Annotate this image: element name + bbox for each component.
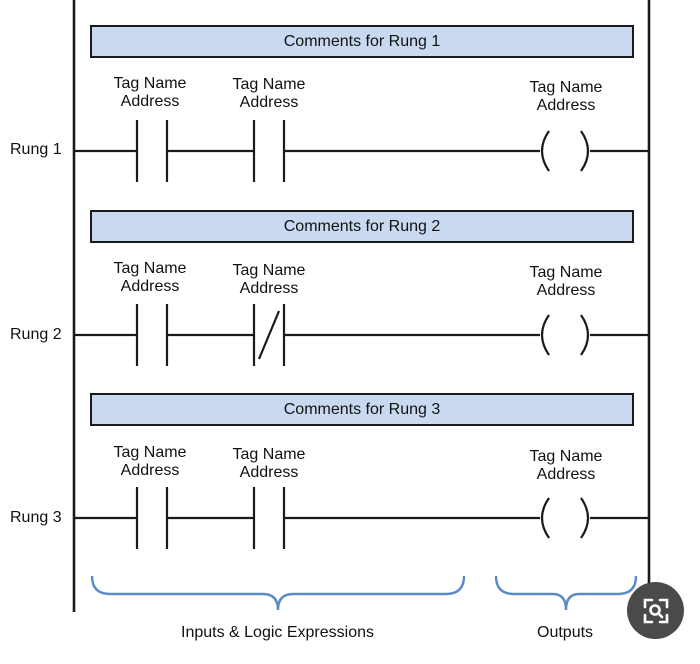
rung-1-output-tag: Tag Name Address: [511, 79, 621, 115]
rung-2-input-2-tag: Tag Name Address: [214, 262, 324, 298]
rung-wires: [74, 120, 649, 549]
outputs-brace: [494, 575, 638, 611]
rung-1-coil-right-arc: [580, 130, 590, 172]
rung-2-input-1-tag: Tag Name Address: [95, 260, 205, 296]
lens-search-button[interactable]: [627, 582, 684, 639]
rung-3-label: Rung 3: [10, 509, 62, 526]
tag-name: Tag Name: [232, 76, 306, 93]
tag-address: Address: [239, 94, 299, 111]
rung-1-label: Rung 1: [10, 141, 62, 158]
rung-1-comment: Comments for Rung 1: [90, 25, 634, 58]
rung-1-input-2-tag: Tag Name Address: [214, 76, 324, 112]
rung-2-label: Rung 2: [10, 326, 62, 343]
tag-name: Tag Name: [529, 79, 603, 96]
tag-name: Tag Name: [232, 262, 306, 279]
tag-address: Address: [239, 280, 299, 297]
tag-address: Address: [120, 278, 180, 295]
rung-3-input-2-tag: Tag Name Address: [214, 446, 324, 482]
tag-name: Tag Name: [232, 446, 306, 463]
tag-name: Tag Name: [113, 444, 187, 461]
tag-address: Address: [536, 466, 596, 483]
tag-name: Tag Name: [529, 264, 603, 281]
tag-address: Address: [536, 282, 596, 299]
tag-address: Address: [239, 464, 299, 481]
inputs-brace: [90, 575, 466, 611]
tag-name: Tag Name: [113, 75, 187, 92]
outputs-section-label: Outputs: [537, 624, 594, 641]
tag-address: Address: [120, 462, 180, 479]
rung-2-comment: Comments for Rung 2: [90, 210, 634, 243]
rung-2-contact-2-slash: [257, 310, 281, 360]
rung-2-coil-left-arc: [540, 314, 550, 356]
tag-name: Tag Name: [113, 260, 187, 277]
tag-address: Address: [536, 97, 596, 114]
rung-3-coil-right-arc: [580, 497, 590, 539]
inputs-section-label: Inputs & Logic Expressions: [181, 624, 374, 641]
tag-address: Address: [120, 93, 180, 110]
rung-2-coil-right-arc: [580, 314, 590, 356]
rung-3-input-1-tag: Tag Name Address: [95, 444, 205, 480]
rung-3-comment: Comments for Rung 3: [90, 393, 634, 426]
rung-3-output-tag: Tag Name Address: [511, 448, 621, 484]
rung-1-coil-left-arc: [540, 130, 550, 172]
rung-3-coil-left-arc: [540, 497, 550, 539]
rung-1-input-1-tag: Tag Name Address: [95, 75, 205, 111]
tag-name: Tag Name: [529, 448, 603, 465]
lens-search-icon: [643, 598, 668, 623]
rung-2-output-tag: Tag Name Address: [511, 264, 621, 300]
